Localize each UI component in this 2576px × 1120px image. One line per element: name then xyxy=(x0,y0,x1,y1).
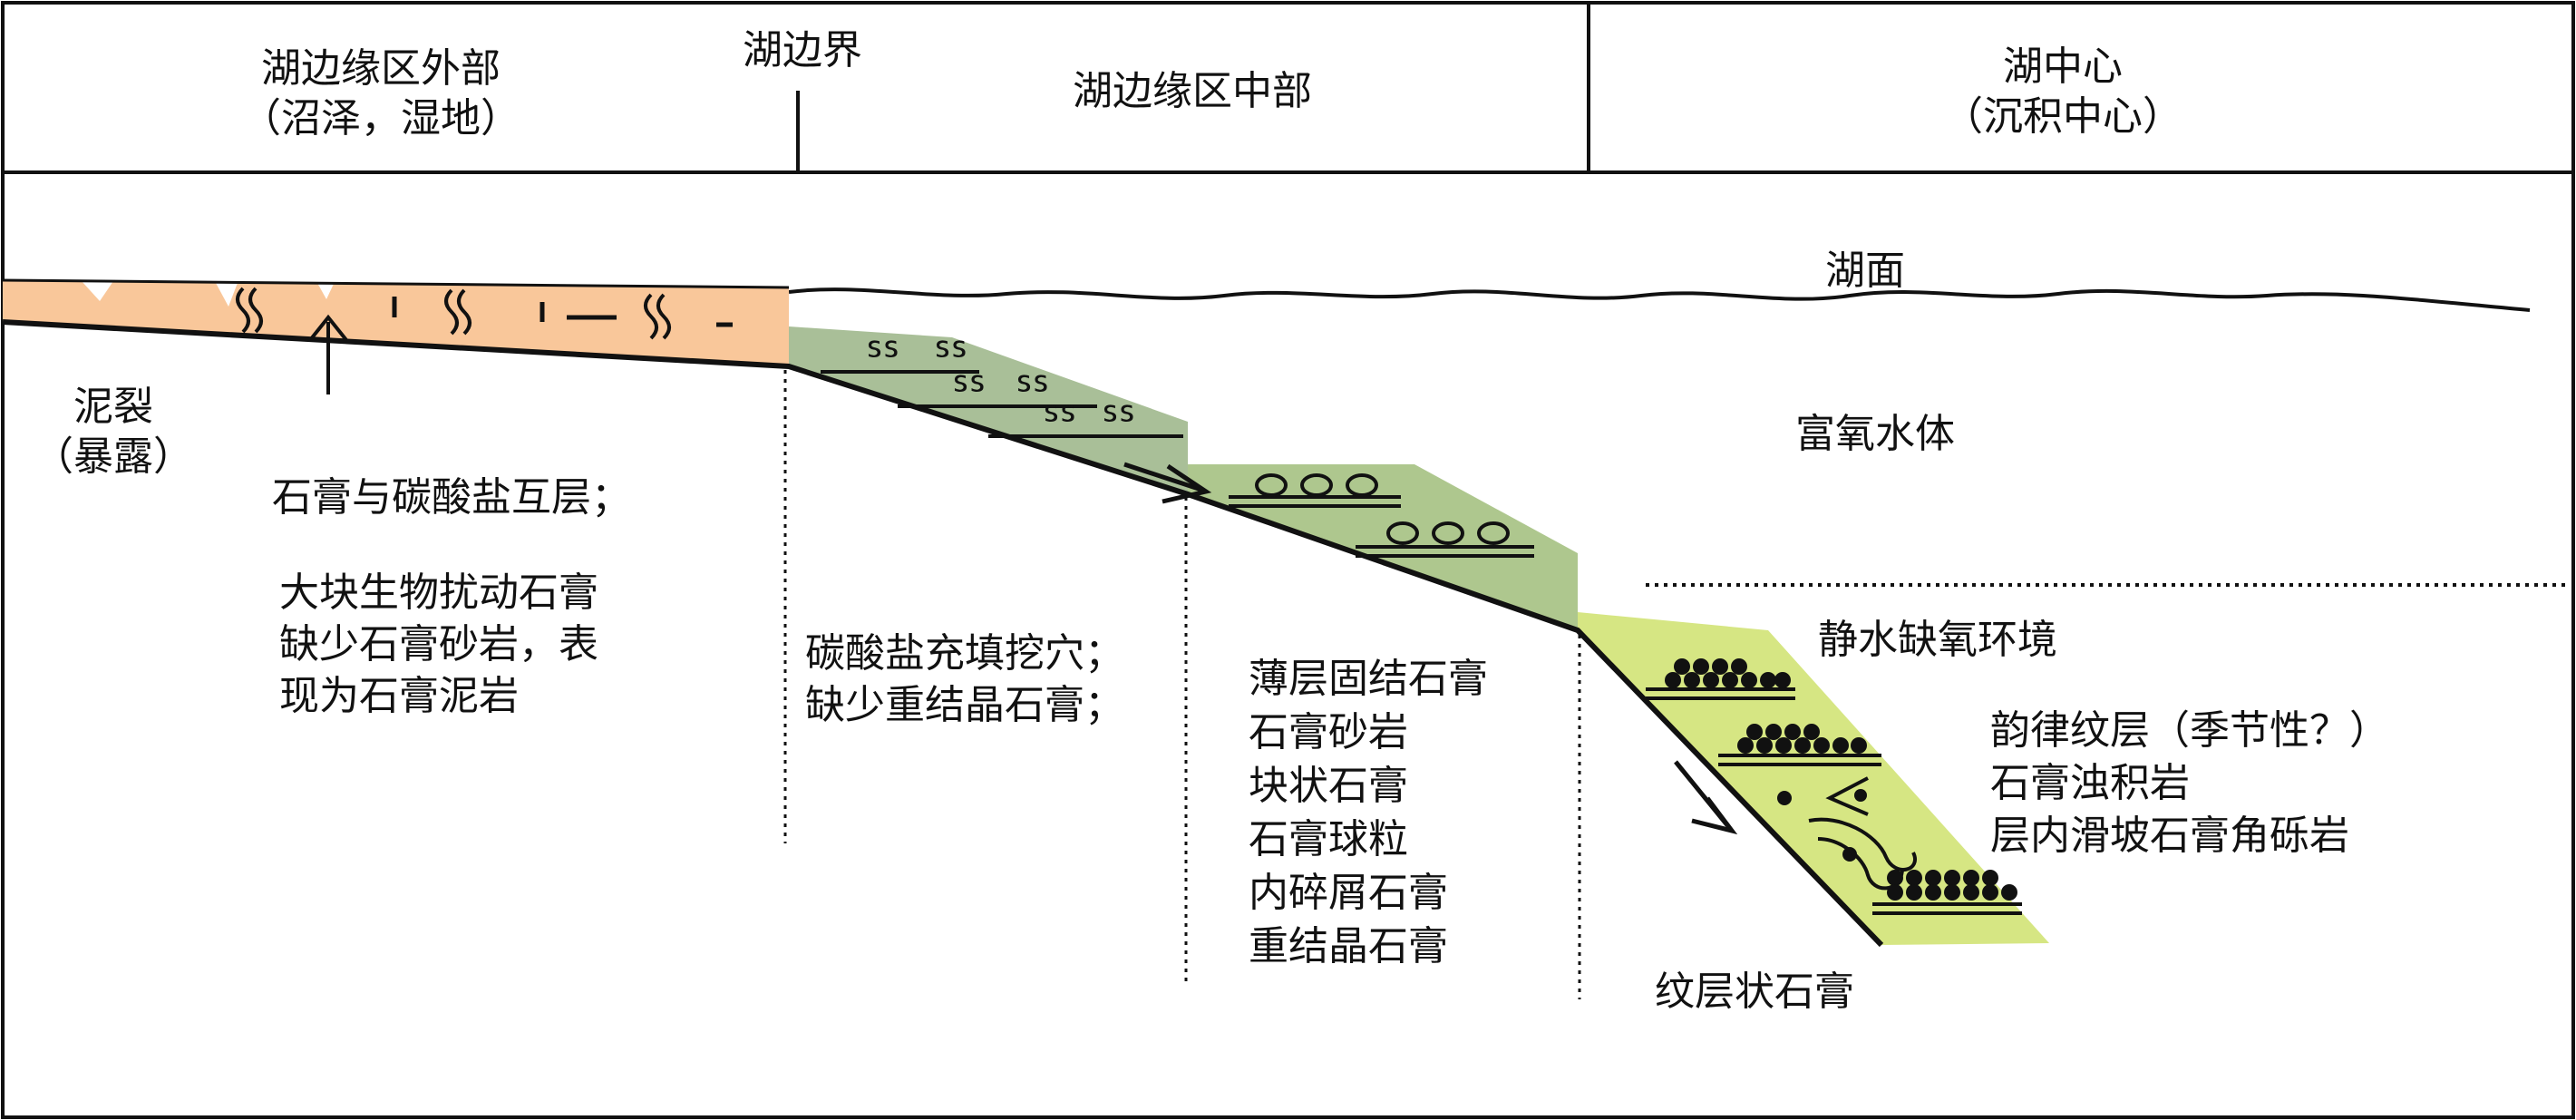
center-note: 韵律纹层（季节性？） xyxy=(1990,707,2389,754)
transport-arrowhead xyxy=(1162,463,1212,504)
outer-note: 大块生物扰动石膏 xyxy=(279,570,598,616)
sabkha-top-line xyxy=(2,278,790,289)
anoxic-water-label: 静水缺氧环境 xyxy=(1818,617,2057,663)
middle-b-note: 重结晶石膏 xyxy=(1249,923,1448,969)
laminated-gypsum-label: 纹层状石膏 xyxy=(1655,969,1854,1015)
mudcrack-notch xyxy=(216,283,238,307)
basin-deposit xyxy=(1578,612,2049,945)
zone-middle-title: 湖边缘区中部 xyxy=(1073,68,1312,114)
sabkha-deposit xyxy=(3,279,789,366)
zone-center-subtitle: （沉积中心） xyxy=(1943,93,2182,140)
nodule-symbol xyxy=(1477,521,1510,545)
middle-b-note: 内碎屑石膏 xyxy=(1249,870,1448,916)
center-note: 石膏浊积岩 xyxy=(1990,760,2190,806)
zone-outer-subtitle: （沼泽，湿地） xyxy=(241,95,520,141)
lake-boundary-label: 湖边界 xyxy=(743,27,862,73)
transport-arrow xyxy=(1123,462,1202,492)
bioturbation-symbol xyxy=(457,288,471,336)
gypsum-crystal-symbol: ᔆᔆ xyxy=(1043,398,1076,444)
laminated-gypsum-cluster xyxy=(1646,658,1795,700)
center-note: 层内滑坡石膏角砾岩 xyxy=(1990,813,2349,859)
middle-b-note: 块状石膏 xyxy=(1249,763,1408,809)
bioturbation-symbol xyxy=(644,293,658,340)
outer-note: 缺少石膏砂岩，表 xyxy=(279,621,598,667)
middle-b-note: 石膏球粒 xyxy=(1249,816,1408,862)
nodule-symbol xyxy=(1432,521,1464,545)
slope-deposit xyxy=(789,326,1188,494)
gypsum-crystal-symbol: ᔆᔆ xyxy=(1016,368,1049,414)
bioturbation-symbol xyxy=(236,287,250,334)
zone-center-title: 湖中心 xyxy=(2003,44,2123,90)
gypsum-crystal-symbol: ᔆᔆ xyxy=(934,334,967,380)
laminated-gypsum-cluster xyxy=(1718,724,1881,766)
outer-note: 现为石膏泥岩 xyxy=(279,673,519,719)
middle-b-note: 薄层固结石膏 xyxy=(1249,656,1488,702)
lake-surface-line xyxy=(788,287,2531,312)
nodule-symbol xyxy=(1346,473,1378,497)
bioturbation-symbol xyxy=(444,288,459,336)
nodule-symbol xyxy=(1255,473,1288,497)
mudcrack-arrowhead xyxy=(308,314,348,342)
outer-note: 石膏与碳酸盐互层； xyxy=(272,474,631,521)
mudcrack-notch xyxy=(317,283,334,299)
middle-a-note: 缺少重结晶石膏； xyxy=(805,682,1124,728)
transport-arrowhead xyxy=(1691,796,1738,835)
nodule-symbol xyxy=(1300,473,1333,497)
zone-outer-title: 湖边缘区外部 xyxy=(261,45,501,92)
oxic-water-label: 富氧水体 xyxy=(1795,411,1955,457)
mudcrack-sublabel: （暴露） xyxy=(34,433,193,480)
mudcrack-label: 泥裂 xyxy=(73,384,153,430)
gypsum-crystal-symbol: ᔆᔆ xyxy=(1102,398,1135,444)
middle-b-note: 石膏砂岩 xyxy=(1249,709,1408,755)
nodule-symbol xyxy=(1386,521,1419,545)
laminated-gypsum-cluster xyxy=(1872,870,2022,915)
middle-a-note: 碳酸盐充填挖穴； xyxy=(805,630,1124,677)
mudcrack-notch xyxy=(82,281,113,301)
gypsum-crystal-symbol: ᔆᔆ xyxy=(866,334,899,380)
bioturbation-symbol xyxy=(656,293,671,340)
gypsum-crystal-symbol: ᔆᔆ xyxy=(952,368,986,414)
lake-surface-label: 湖面 xyxy=(1825,248,1905,294)
bioturbation-symbol xyxy=(248,287,263,334)
